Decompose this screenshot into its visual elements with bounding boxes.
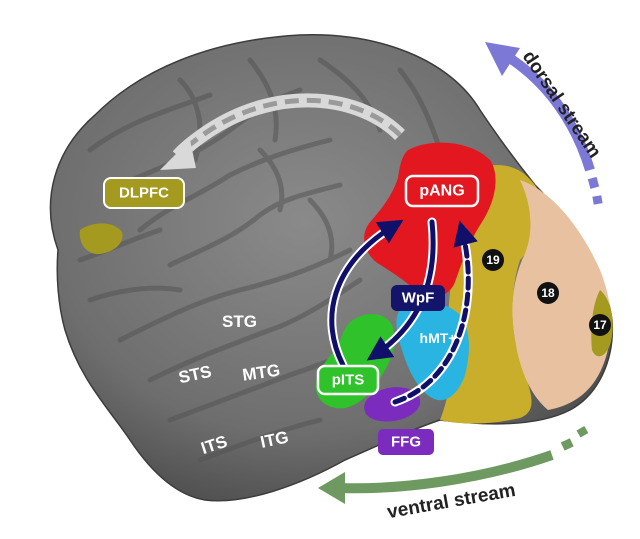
dlpfc-label: DLPFC — [119, 185, 169, 202]
area-18-marker: 18 — [537, 282, 559, 304]
dorsal-stream-label: dorsal stream — [518, 47, 605, 162]
pits-label-box: pITS — [316, 364, 380, 396]
dlpfc-region — [79, 223, 123, 255]
dorsal-stream-arrow — [485, 42, 603, 205]
area-18-region — [512, 180, 612, 410]
frontal-dashed-arrow — [160, 93, 405, 170]
area-17-marker: 17 — [589, 314, 611, 336]
hmt-label: hMT+ — [420, 330, 457, 346]
dlpfc-label-box: DLPFC — [103, 177, 185, 209]
label-stg: STG — [222, 312, 257, 331]
ffg-label: FFG — [391, 434, 421, 451]
wpf-label-box: WpF — [391, 285, 445, 311]
pang-label: pANG — [419, 183, 464, 200]
area-19-marker: 19 — [482, 249, 504, 271]
hmt-region — [396, 303, 469, 401]
wpf-label: WpF — [402, 290, 434, 307]
ventral-stream-arrow — [318, 426, 589, 504]
area-17-label: 17 — [593, 318, 607, 332]
pits-label: pITS — [332, 372, 365, 389]
area-19-label: 19 — [486, 253, 500, 267]
pang-label-box: pANG — [404, 174, 480, 208]
area-18-label: 18 — [541, 286, 555, 300]
ffg-label-box: FFG — [378, 429, 434, 455]
